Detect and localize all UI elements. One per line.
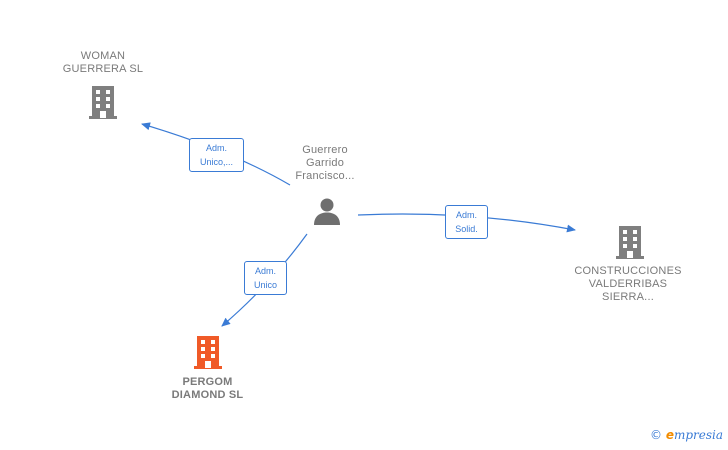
person-node-label[interactable]: Guerrero Garrido Francisco... <box>270 144 380 183</box>
company-name-line: SIERRA... <box>602 291 654 303</box>
edge-label-to-woman[interactable]: Adm. Unico,... <box>189 138 244 172</box>
person-icon[interactable] <box>312 196 342 226</box>
edge-label-line: Unico,... <box>199 157 233 167</box>
edge-label-line: Solid. <box>455 224 478 234</box>
edge-label-line: Unico <box>253 280 277 290</box>
person-name-line: Guerrero <box>302 144 348 156</box>
person-name-line: Francisco... <box>295 170 355 182</box>
company-name-line: DIAMOND SL <box>171 389 244 401</box>
edge-label-line: Adm. <box>254 266 276 276</box>
brand-watermark: © empresia <box>650 428 723 442</box>
building-icon[interactable] <box>87 84 119 120</box>
company-name-line: WOMAN <box>80 50 126 62</box>
edge-label-to-pergom[interactable]: Adm. Unico <box>244 261 287 295</box>
construcciones-label[interactable]: CONSTRUCCIONES VALDERRIBAS SIERRA... <box>563 265 693 304</box>
pergom-label[interactable]: PERGOM DIAMOND SL <box>150 376 265 402</box>
edge-label-to-construcciones[interactable]: Adm. Solid. <box>445 205 488 239</box>
building-icon-highlighted[interactable] <box>192 334 224 370</box>
woman-guerrera-label[interactable]: WOMAN GUERRERA SL <box>48 50 158 76</box>
company-name-line: GUERRERA SL <box>62 63 144 75</box>
edge-label-line: Adm. <box>455 210 477 220</box>
edge-label-line: Adm. <box>205 143 227 153</box>
brand-e: e <box>665 428 674 442</box>
person-name-line: Garrido <box>305 157 345 169</box>
brand-rest: mpresia <box>673 428 724 442</box>
building-icon[interactable] <box>614 224 646 260</box>
company-name-line: VALDERRIBAS <box>588 278 668 290</box>
company-name-line: CONSTRUCCIONES <box>574 265 682 277</box>
copyright-icon: © <box>650 428 662 442</box>
company-name-line: PERGOM <box>182 376 233 388</box>
